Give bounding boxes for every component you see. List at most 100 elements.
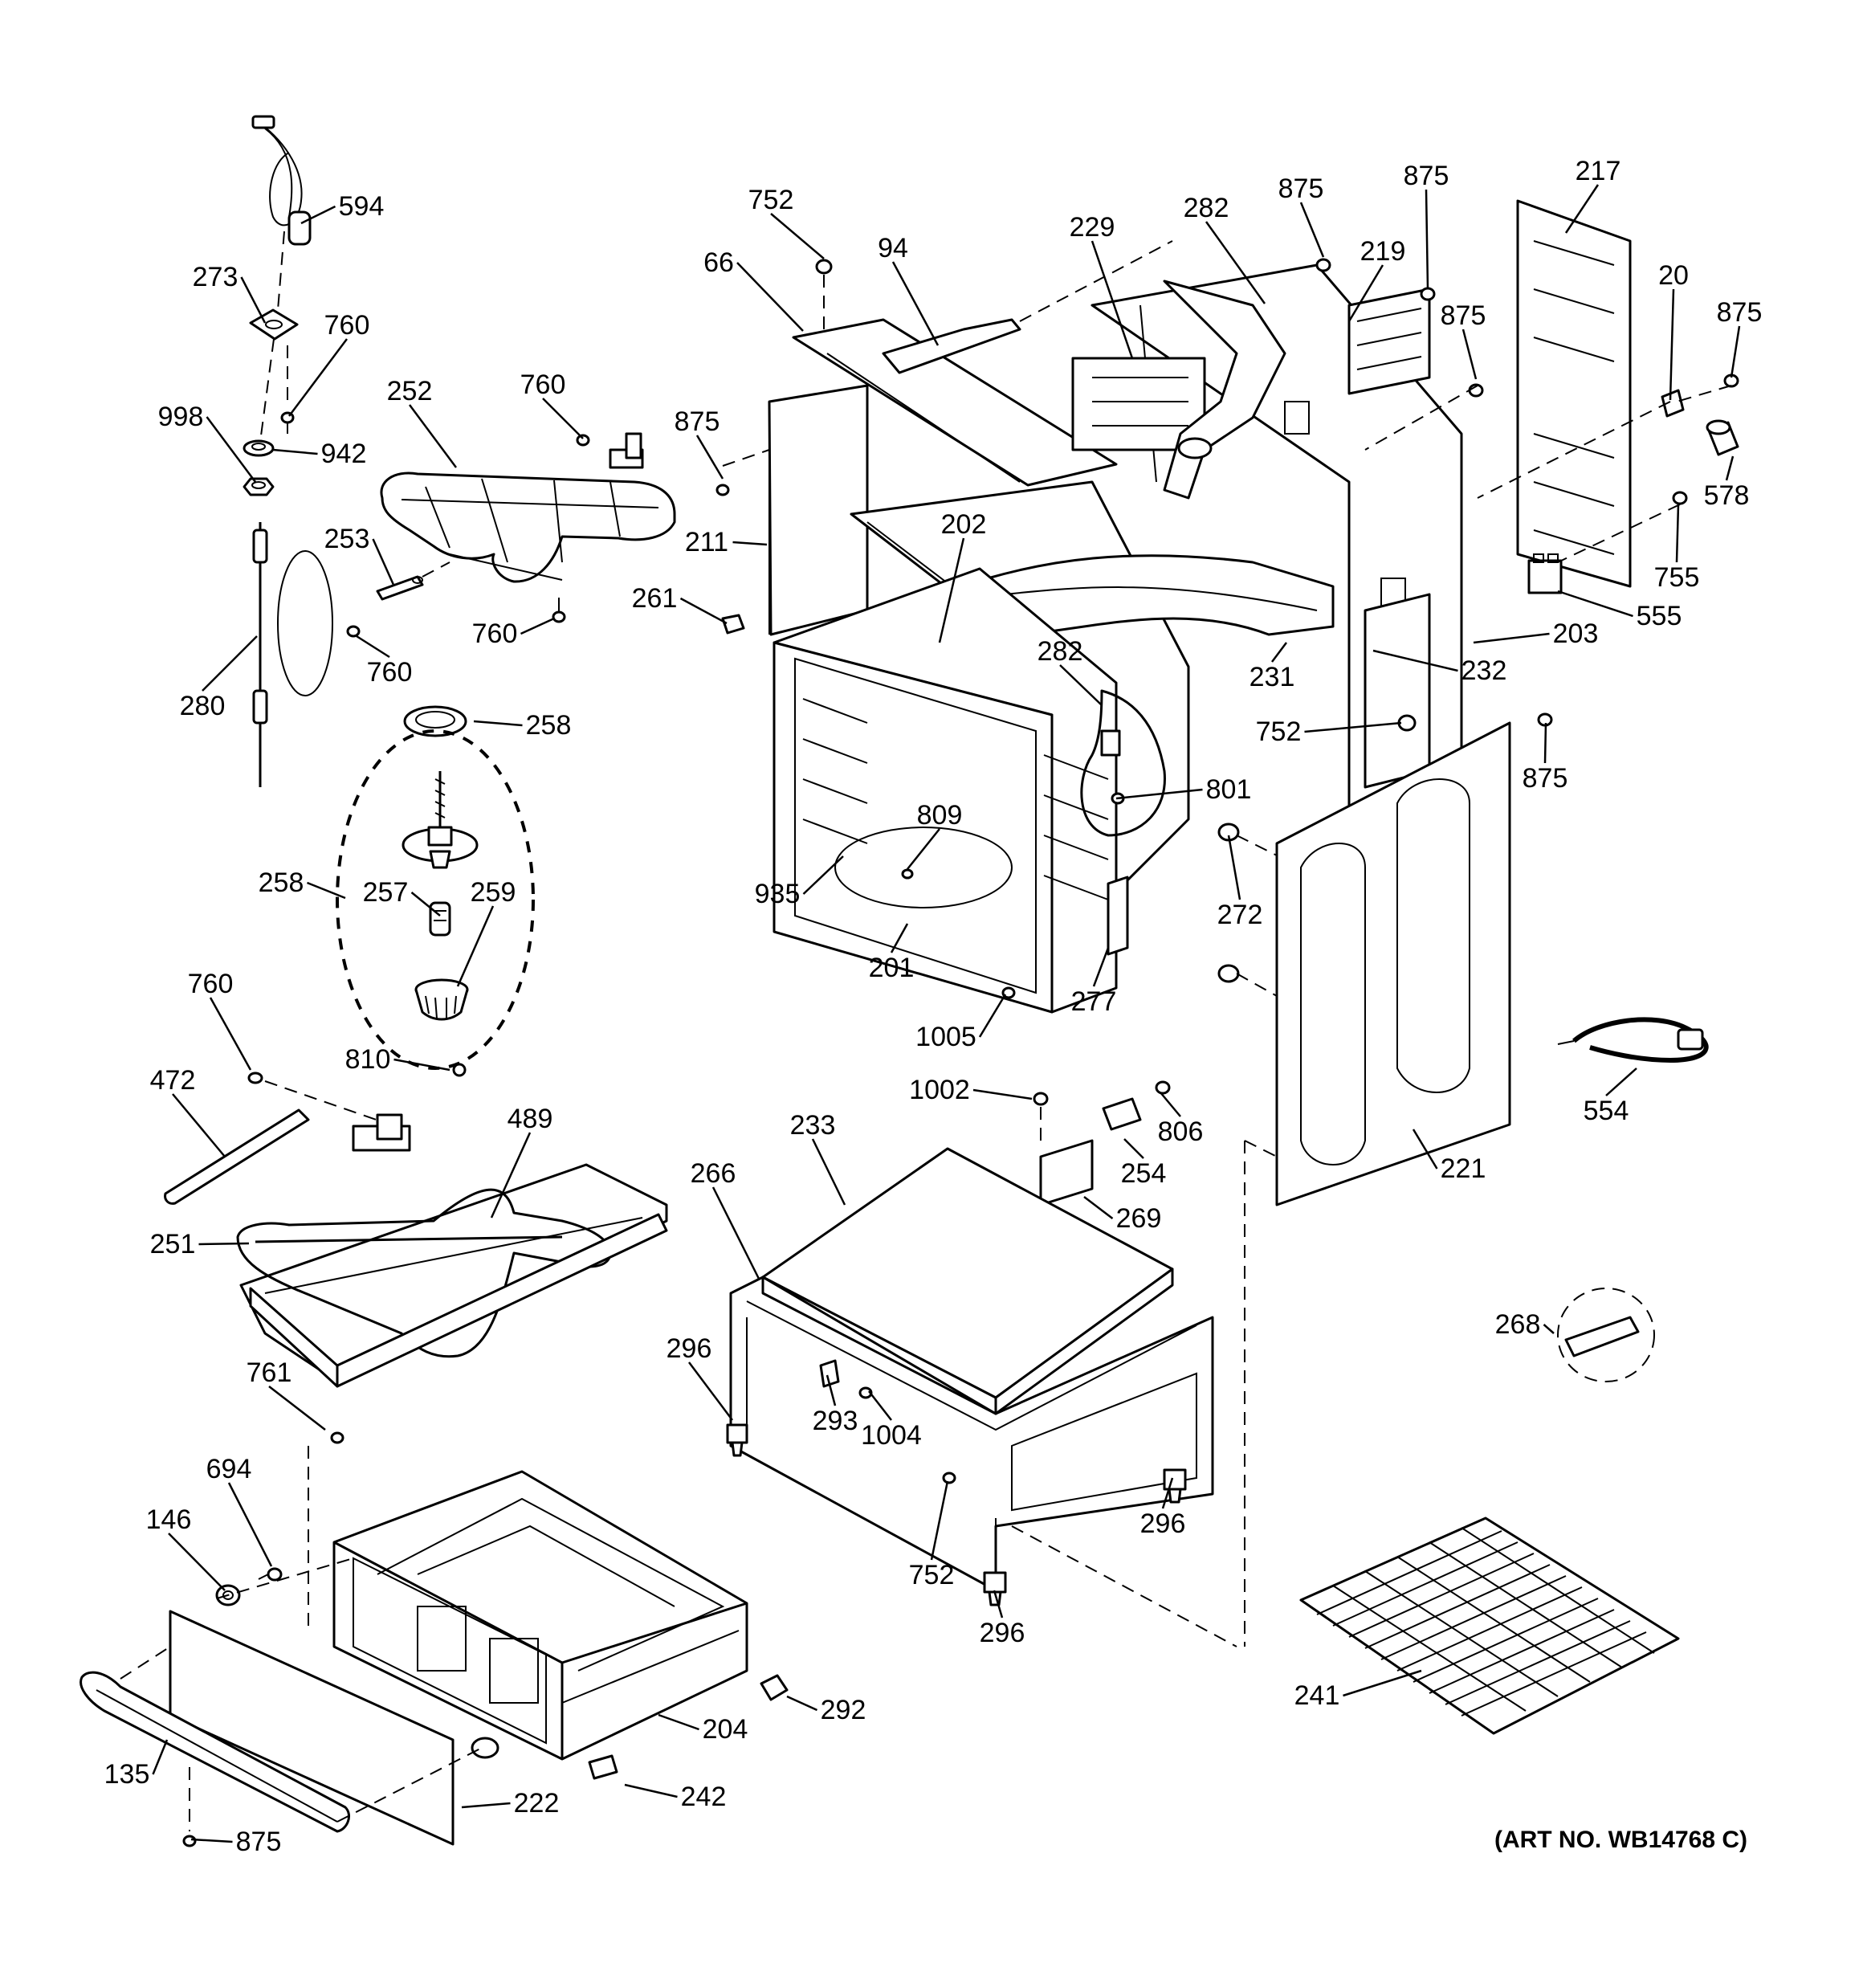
part-number-label: 277 <box>1071 986 1117 1017</box>
screw-760d <box>552 598 566 623</box>
element-489 <box>236 1113 612 1358</box>
leader-line <box>890 923 909 953</box>
part-number-label: 875 <box>236 1827 282 1857</box>
fan-assembly-boundary <box>336 729 535 1070</box>
callout-c254: 254 <box>1121 1138 1166 1189</box>
leader-line <box>811 1138 846 1206</box>
screw-752a <box>815 259 833 275</box>
part-number-label: 752 <box>909 1560 955 1590</box>
switch-555 <box>1527 553 1563 594</box>
callout-c752c: 752 <box>909 1480 955 1590</box>
part-number-label: 760 <box>367 657 413 688</box>
leader-line <box>695 435 724 480</box>
callout-c219: 219 <box>1347 236 1405 322</box>
shield-219 <box>1347 288 1431 395</box>
leader-line <box>711 1186 760 1280</box>
part-number-label: 94 <box>878 233 908 263</box>
callout-c222: 222 <box>461 1788 560 1819</box>
screw-875a <box>715 484 730 496</box>
clip-242 <box>588 1754 618 1780</box>
leader-line <box>393 1058 450 1072</box>
leader-line <box>209 997 252 1071</box>
part-number-label: 268 <box>1495 1309 1541 1340</box>
callout-c253: 253 <box>324 524 395 586</box>
callout-c875b: 875 <box>1278 173 1325 258</box>
screw-809 <box>901 868 914 880</box>
leader-line <box>802 855 844 895</box>
leader-line <box>1669 288 1675 401</box>
callout-c760a: 760 <box>288 310 369 417</box>
callout-c935: 935 <box>755 855 844 909</box>
leader-line <box>786 1695 818 1712</box>
callout-c594: 594 <box>300 191 385 225</box>
callout-c1004: 1004 <box>861 1390 922 1451</box>
callout-c998: 998 <box>158 402 257 483</box>
screw-752c <box>942 1472 956 1484</box>
leg-296a <box>726 1423 748 1457</box>
hinge-277 <box>1107 876 1129 956</box>
leader-line <box>152 1739 169 1775</box>
part-number-label: 211 <box>685 527 728 557</box>
gasket-258 <box>403 705 467 737</box>
part-number-label: 253 <box>324 524 370 554</box>
callout-c241: 241 <box>1294 1669 1422 1711</box>
bracket-253 <box>376 561 450 601</box>
leader-line <box>410 892 441 916</box>
leader-line <box>1605 1067 1637 1096</box>
leader-line <box>1271 642 1287 663</box>
part-number-label: 266 <box>691 1158 736 1189</box>
callout-c261: 261 <box>632 583 728 625</box>
part-number-label: 489 <box>508 1104 553 1134</box>
part-number-label: 875 <box>1717 297 1763 328</box>
part-number-label: 202 <box>941 509 987 540</box>
part-number-label: 241 <box>1294 1680 1340 1711</box>
callout-c942: 942 <box>272 439 366 469</box>
part-number-label: 222 <box>514 1788 560 1819</box>
screw-760a <box>280 411 295 434</box>
callout-c489: 489 <box>490 1104 553 1219</box>
part-number-label: 203 <box>1553 618 1599 649</box>
fan-hub-257 <box>429 901 451 937</box>
leader-line <box>978 994 1007 1038</box>
back-cover-217 <box>1516 199 1632 588</box>
plug-578 <box>1706 419 1739 456</box>
leader-line <box>1115 788 1203 800</box>
leader-line <box>202 635 258 692</box>
part-number-label: 1002 <box>909 1075 970 1105</box>
screw-760e <box>247 1072 263 1084</box>
callout-c694: 694 <box>206 1454 273 1567</box>
part-number-label: 257 <box>363 877 409 908</box>
callout-c801: 801 <box>1115 774 1251 805</box>
part-number-label: 242 <box>681 1782 727 1812</box>
oven-rack-241 <box>1299 1517 1680 1735</box>
part-number-label: 296 <box>980 1618 1025 1648</box>
callout-c755: 755 <box>1654 504 1699 593</box>
callout-c203: 203 <box>1473 618 1599 649</box>
leader-line <box>972 1088 1033 1100</box>
part-number-label: 66 <box>703 247 734 278</box>
power-cord-554 <box>1557 1017 1709 1063</box>
leader-line <box>993 1590 1004 1619</box>
part-number-label: 998 <box>158 402 204 432</box>
leader-line <box>868 1390 892 1421</box>
rail-66 <box>792 318 1118 487</box>
part-number-label: 594 <box>339 191 385 222</box>
harness-594 <box>251 115 312 246</box>
callout-c233: 233 <box>790 1110 846 1206</box>
part-number-label: 282 <box>1184 193 1229 223</box>
part-number-label: 272 <box>1217 900 1263 930</box>
callout-c875g: 875 <box>1523 722 1567 794</box>
leader-line <box>356 635 390 659</box>
callout-c280: 280 <box>180 635 258 721</box>
leader-line <box>1425 189 1429 290</box>
leader-line <box>1461 329 1478 380</box>
part-number-label: 280 <box>180 691 226 721</box>
part-number-label: 1005 <box>915 1022 976 1052</box>
sensor-280 <box>252 522 333 787</box>
callout-c810: 810 <box>345 1044 450 1075</box>
leader-line <box>1473 632 1550 644</box>
leader-line <box>520 617 555 635</box>
callout-c202: 202 <box>938 509 987 643</box>
leader-line <box>168 1533 226 1591</box>
part-number-label: 252 <box>387 376 433 406</box>
